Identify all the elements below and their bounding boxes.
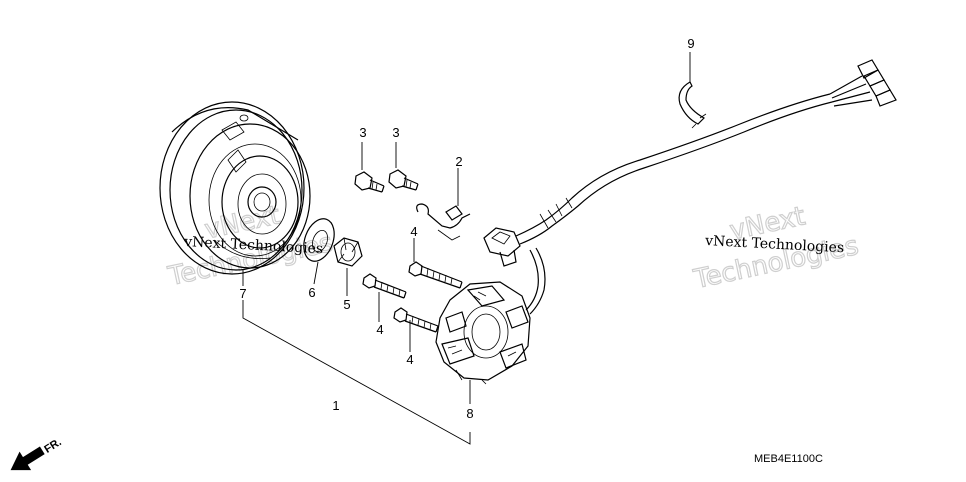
assembly-bracket: [242, 300, 471, 445]
callout-2: 2: [455, 154, 462, 169]
front-arrow-icon: FR.: [10, 436, 64, 471]
callout-3a: 3: [359, 125, 366, 140]
wire-clamp-part-2: [416, 203, 471, 241]
leader-lines: [242, 52, 691, 404]
callout-7: 7: [239, 286, 246, 301]
pulse-generator: [483, 227, 521, 267]
callout-1: 1: [332, 398, 339, 413]
callout-6: 6: [308, 285, 315, 300]
callout-5: 5: [343, 297, 350, 312]
callout-4b: 4: [376, 322, 383, 337]
clip-part-9: [678, 81, 707, 129]
washer-part-6: [303, 218, 335, 262]
callout-4a: 4: [410, 224, 417, 239]
bolt-part-3a: [354, 171, 385, 193]
watermark-small-right: vNext Technologies: [704, 233, 845, 256]
wire-harness: [515, 59, 897, 315]
flywheel-part-7: [159, 101, 311, 275]
nut-part-5: [333, 237, 363, 267]
front-marker-label: FR.: [42, 436, 63, 456]
callout-9: 9: [687, 36, 694, 51]
stator-part-8: [435, 281, 531, 385]
bolt-part-4b: [362, 273, 407, 299]
bolt-part-4a: [408, 261, 463, 289]
bolt-part-3b: [388, 169, 419, 191]
callout-8: 8: [466, 406, 473, 421]
callout-3b: 3: [392, 125, 399, 140]
diagram-code: MEB4E1100C: [754, 453, 823, 465]
callout-4c: 4: [406, 352, 413, 367]
bolt-part-4c: [393, 307, 439, 333]
